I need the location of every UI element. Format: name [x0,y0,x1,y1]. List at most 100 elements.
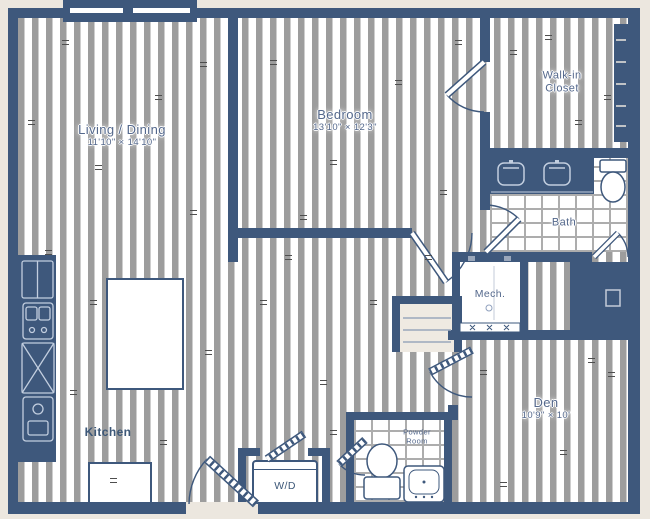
plank-joint-mark [425,255,432,260]
plank-joint-mark [62,40,69,45]
plank-joint-mark [160,440,167,445]
plank-joint-mark [155,95,162,100]
laundry-door-swing-icon [264,430,307,463]
plank-joint-mark [95,165,102,170]
wall-coat-closet [454,296,462,352]
plank-joint-mark [588,358,595,363]
wall [8,502,186,514]
plank-joint-mark [110,478,117,483]
wall [628,8,640,512]
plank-joint-mark [28,120,35,125]
plank-joint-mark [285,255,292,260]
wall [8,8,18,512]
walkin-closet-label: Walk-in Closet [531,69,593,94]
washer-dryer-panel-line [254,469,316,470]
plank-joint-mark [500,482,507,487]
kitchen-name: Kitchen [84,425,132,440]
wall-shower-west [570,252,580,340]
plank-joint-mark [575,120,582,125]
wall [308,448,330,456]
wall-laundry-west [238,448,246,502]
plank-joint-mark [510,50,517,55]
wall [480,112,490,210]
wall [8,8,640,18]
wall [258,502,640,514]
stove-icon [21,342,55,394]
plank-joint-mark [480,370,487,375]
mech-floor [460,262,520,324]
plank-joint-mark [270,60,277,65]
wall-den-west [448,405,458,420]
plank-joint-mark [330,430,337,435]
mech-name: Mech. [474,287,506,300]
walkin-closet-name: Walk-in Closet [542,69,582,94]
den-label: Den 10'9" × 10' [522,395,571,422]
closet-shelf [614,24,628,142]
entry-door-swing-icon [188,455,260,508]
plank-joint-mark [90,300,97,305]
kitchen-sink-icon [22,302,54,340]
wall-mech-east [520,262,528,330]
wall-bath-south [452,252,592,262]
living-room-dims: 11'10" × 14'10" [87,137,157,149]
fridge-icon [21,260,54,299]
wall [480,18,490,62]
oven-icon [22,396,54,442]
plank-joint-mark [440,190,447,195]
kitchen-island [106,278,184,390]
window [63,0,197,22]
washer-dryer-label: W/D [274,480,296,492]
plank-joint-mark [604,95,611,100]
closet-door-swing-icon [444,59,487,113]
plank-joint-mark [455,40,462,45]
plank-joint-mark [560,450,567,455]
wall-powder-east [444,412,452,505]
washer-dryer-text: W/D [274,479,296,492]
hall-door-swing-icon [409,231,473,284]
plank-joint-mark [608,372,615,377]
wall-powder-north [346,412,452,420]
coat-closet [400,304,454,352]
bath-vanity [490,158,594,194]
plank-joint-mark [370,300,377,305]
wall-bedroom-south [238,228,412,238]
bath-door-swing-icon [483,204,522,255]
plank-joint-mark [395,80,402,85]
plank-joint-mark [190,210,197,215]
plank-joint-mark [70,390,77,395]
mech-label: Mech. [475,288,506,300]
bedroom-dims: 13'10" × 12'3" [313,122,377,134]
bath-label: Bath [552,217,576,230]
sink-icon [403,465,445,503]
shower-door-swing-icon [591,230,629,260]
plank-joint-mark [300,215,307,220]
sink-icon [491,160,593,193]
closet-shelves-icon [403,317,451,343]
wall-coat-closet [392,296,400,352]
powder-room-label: Powder Room [395,427,439,445]
bedroom-label: Bedroom 13'10" × 12'3" [313,107,377,134]
wall-living-bedroom [228,18,238,262]
mech-door-icon [459,256,521,333]
den-door-swing-icon [428,346,474,398]
shower-valve-icon [605,289,621,307]
bath-name: Bath [551,216,577,229]
living-room-name: Living / Dining [78,122,166,138]
wall-closet-bath [490,148,628,158]
powder-room-name: Powder Room [403,427,431,445]
kitchen-label: Kitchen [84,425,132,440]
plank-joint-mark [260,300,267,305]
window-glazing [133,8,190,13]
wall [238,448,260,456]
wall-coat-closet [392,296,462,304]
washer-dryer-unit [252,460,318,504]
den-name: Den [533,395,559,411]
wall-laundry-east [322,448,330,502]
plank-joint-mark [320,380,327,385]
plank-joint-mark [45,250,52,255]
closet-rod-icon [616,39,626,127]
plank-joint-mark [200,62,207,67]
plank-joint-mark [545,35,552,40]
